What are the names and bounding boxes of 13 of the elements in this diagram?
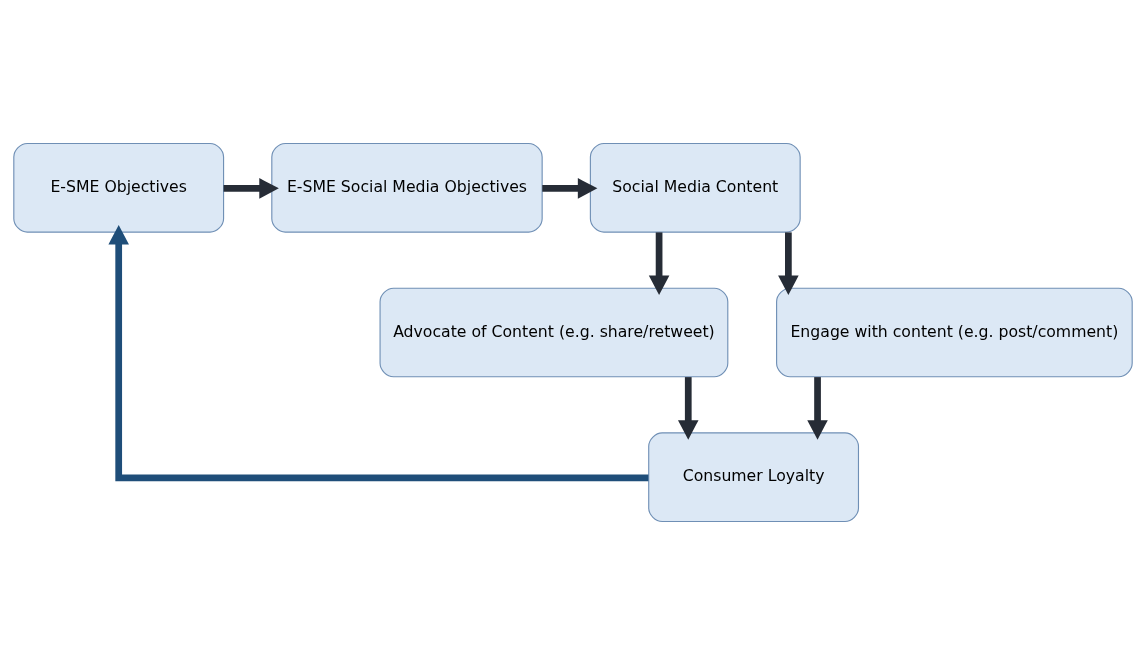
arrow [648,231,670,295]
arrow [108,224,649,481]
arrow [223,177,279,199]
arrow [542,177,598,199]
node-box: E-SME Social Media Objectives [271,142,543,233]
node-box: Engage with content (e.g. post/comment) [776,287,1133,377]
node-box: Social Media Content [589,142,801,233]
arrow [678,376,699,440]
arrow [807,376,828,440]
node-box: Consumer Loyalty [648,431,860,522]
node-box: Advocate of Content (e.g. share/retweet) [379,287,729,377]
arrow [778,231,799,295]
node-box: E-SME Objectives [13,142,225,233]
